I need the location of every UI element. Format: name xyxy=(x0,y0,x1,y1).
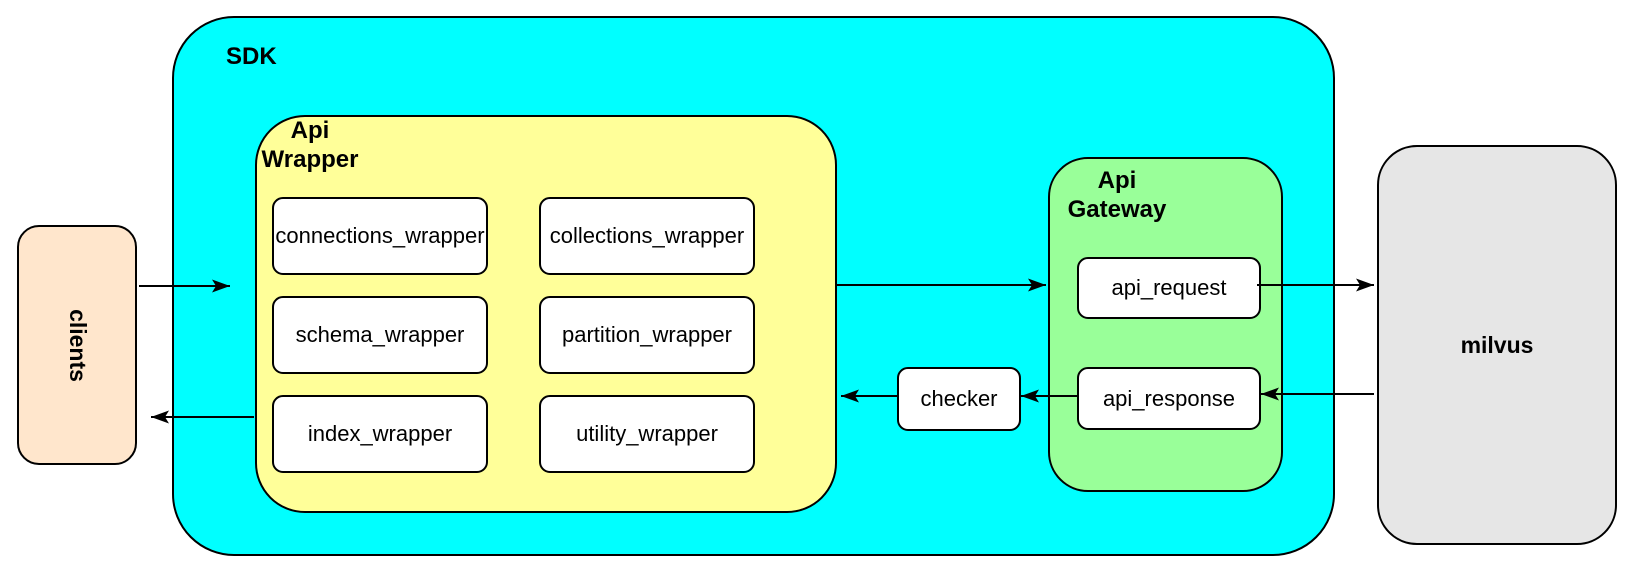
api-wrapper-grid: connections_wrapper collections_wrapper … xyxy=(272,197,755,473)
node-api-response: api_response xyxy=(1077,367,1261,430)
node-connections-wrapper: connections_wrapper xyxy=(272,197,488,275)
node-collections-wrapper: collections_wrapper xyxy=(539,197,755,275)
node-checker: checker xyxy=(897,367,1021,431)
api-wrapper-label: Api Wrapper xyxy=(261,117,359,173)
node-utility-wrapper: utility_wrapper xyxy=(539,395,755,473)
clients-box: clients xyxy=(17,225,137,465)
milvus-box: milvus xyxy=(1377,145,1617,545)
sdk-label: SDK xyxy=(226,43,277,70)
milvus-label: milvus xyxy=(1460,331,1534,358)
node-partition-wrapper: partition_wrapper xyxy=(539,296,755,374)
node-schema-wrapper: schema_wrapper xyxy=(272,296,488,374)
api-gateway-container xyxy=(1048,157,1283,492)
clients-label: clients xyxy=(64,308,91,382)
node-index-wrapper: index_wrapper xyxy=(272,395,488,473)
node-api-request: api_request xyxy=(1077,257,1261,319)
api-gateway-label: Api Gateway xyxy=(1067,167,1167,223)
